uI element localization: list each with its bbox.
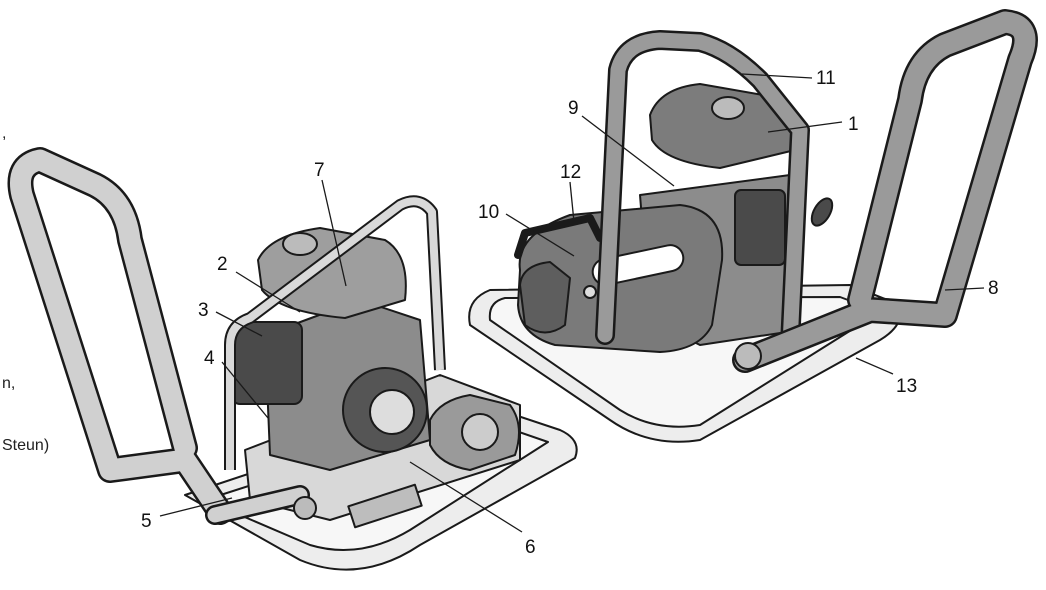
leader-3: [215, 311, 263, 337]
callout-11: 11: [816, 68, 836, 89]
callout-labels: 1 2 3 4 5 6 7 8 9 10 11 12 13: [141, 68, 999, 558]
leader-13: [855, 357, 894, 375]
callout-9: 9: [568, 98, 579, 119]
left-pivot-bolt: [293, 496, 317, 520]
right-exciter: [519, 261, 571, 334]
cropped-side-text: , n, Steun): [2, 125, 49, 454]
leader-2: [235, 271, 301, 313]
right-lifting-bar: [514, 214, 604, 259]
leader-lines: [159, 73, 985, 533]
callout-1: 1: [848, 114, 859, 135]
callout-7: 7: [314, 160, 325, 181]
left-plate-bracket: [347, 483, 423, 529]
leader-8: [944, 287, 985, 291]
callout-13: 13: [896, 376, 917, 397]
side-text-n: n,: [2, 375, 15, 392]
right-throttle-knob: [810, 197, 834, 227]
side-text-comma: ,: [2, 125, 6, 142]
left-fuel-cap: [282, 232, 318, 256]
side-text-steun: Steun): [2, 437, 49, 454]
callout-10: 10: [478, 202, 499, 223]
leader-11: [741, 73, 813, 79]
right-belt-cover-bolt: [583, 285, 597, 299]
left-recoil-center: [369, 389, 415, 435]
left-handle-fill: [10, 149, 231, 523]
callout-3: 3: [198, 300, 209, 321]
callout-6: 6: [525, 537, 536, 558]
callout-8: 8: [988, 278, 999, 299]
callout-4: 4: [204, 348, 215, 369]
callout-12: 12: [560, 162, 581, 183]
right-handle-fill: [734, 11, 1036, 371]
left-compactor: [7, 147, 578, 571]
left-air-filter: [231, 321, 303, 405]
callout-2: 2: [217, 254, 228, 275]
right-compactor: [468, 9, 1038, 443]
leader-7: [321, 179, 347, 287]
leader-10: [505, 213, 575, 257]
leader-4: [221, 361, 269, 419]
leader-12: [569, 181, 575, 223]
leader-5: [159, 497, 233, 517]
leader-6: [409, 461, 523, 533]
left-exciter-hub: [461, 413, 499, 451]
left-handle-pivot-fill: [207, 487, 308, 523]
leader-9: [581, 115, 675, 187]
left-engine-cage-inner: [226, 197, 444, 470]
right-engine-cage-fill: [597, 32, 808, 353]
leader-1: [767, 121, 843, 133]
right-handle-pivot: [734, 342, 762, 370]
right-carburettor: [734, 189, 786, 266]
callout-5: 5: [141, 511, 152, 532]
left-fuel-tank: [257, 227, 407, 319]
right-fuel-cap: [711, 96, 745, 120]
